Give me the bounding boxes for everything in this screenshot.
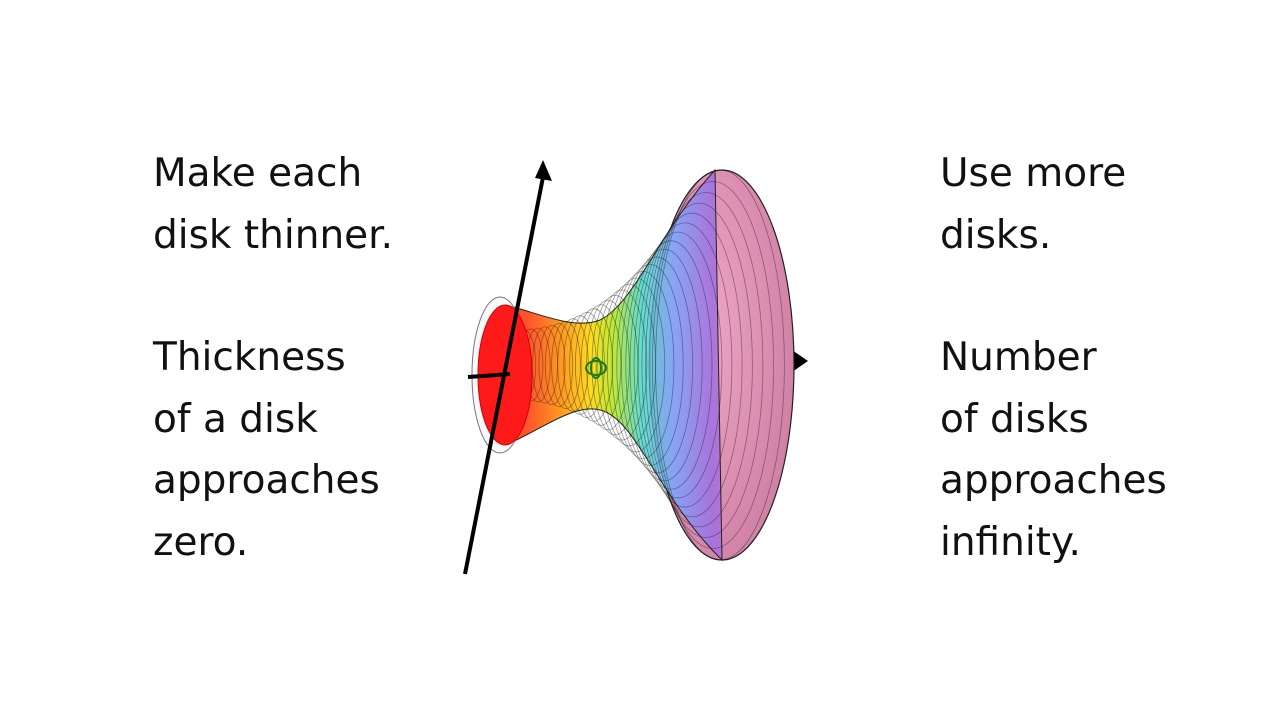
axis-arrow-right-head	[792, 350, 808, 372]
text-line: Number	[940, 335, 1097, 380]
disk-ring	[648, 192, 764, 538]
disk-ring	[563, 315, 597, 415]
text-line: disks.	[940, 212, 1052, 258]
disk-ring	[625, 248, 703, 482]
rotation-marker-icon	[585, 357, 607, 379]
disk-ring	[633, 231, 723, 499]
disk-ring	[544, 323, 574, 407]
text-line: approaches	[153, 458, 380, 503]
disk-ring	[580, 304, 622, 426]
disk-ring	[641, 212, 743, 518]
disk-ring	[621, 256, 694, 474]
axis-arrowhead-icon	[535, 160, 552, 181]
disk-ring	[655, 169, 785, 561]
text-line: of a disk	[153, 396, 318, 442]
disk-ring	[611, 270, 675, 459]
disk-ring	[652, 181, 775, 549]
text-line: Use more	[940, 151, 1127, 196]
left-bottom-text: Thickness of a disk approaches zero.	[153, 327, 380, 573]
disk-ring	[557, 318, 589, 412]
disk-ring	[616, 263, 684, 466]
text-line: of disks	[940, 396, 1089, 442]
solid-surface	[509, 168, 723, 562]
text-line: disk thinner.	[153, 212, 394, 258]
text-line: Thickness	[153, 335, 346, 380]
disk-ring	[575, 308, 614, 422]
disk-ring	[606, 277, 666, 453]
text-line: zero.	[153, 519, 249, 565]
disk-ring	[596, 289, 648, 441]
text-line: Make each	[153, 151, 363, 196]
right-top-text: Use more disks.	[940, 143, 1126, 266]
left-top-text: Make each disk thinner.	[153, 143, 393, 266]
text-line: infinity.	[940, 519, 1081, 565]
disk-ring	[629, 240, 713, 490]
disk-ring	[551, 320, 581, 410]
vertical-axis-line	[463, 171, 546, 575]
disk-ring	[645, 202, 753, 528]
disk-ring	[538, 324, 566, 405]
disk-ring	[532, 326, 559, 404]
solid-body	[471, 168, 795, 562]
disk-ring	[637, 222, 733, 508]
disk-ring	[601, 283, 657, 447]
text-line: approaches	[940, 458, 1167, 503]
right-bottom-text: Number of disks approaches infinity.	[940, 327, 1167, 573]
